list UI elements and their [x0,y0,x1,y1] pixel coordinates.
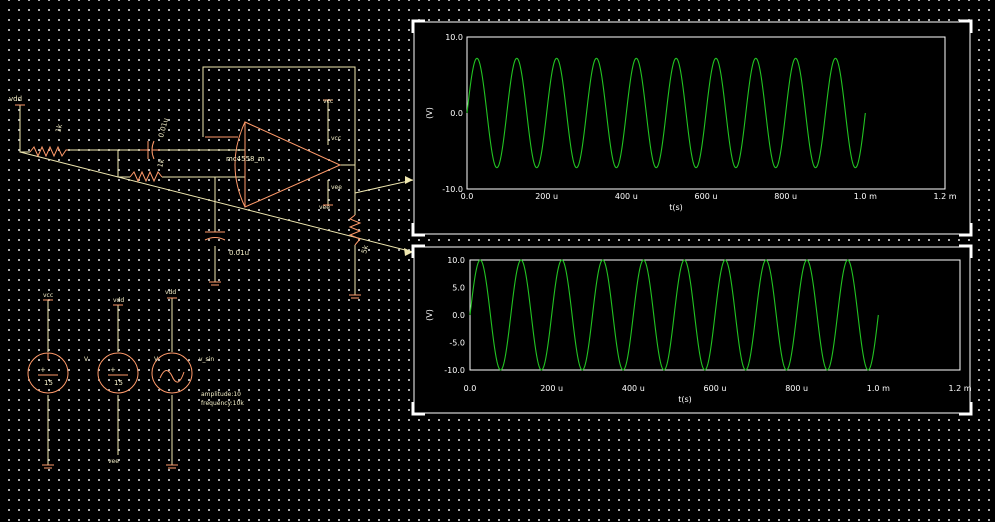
x-tick-label: 200 u [535,192,558,201]
x-tick-label: 800 u [785,384,808,393]
net-label-vdd-source: vdd [165,289,176,296]
capacitor-c1[interactable] [140,140,160,160]
x-tick-label: 1.0 m [867,384,890,393]
plus-sign: + [110,366,116,374]
opamp-u1[interactable] [205,121,342,208]
label-vcc-value: 15 [44,379,53,387]
label-r3: 5k [360,243,370,254]
voltage-source-sin[interactable] [151,352,193,394]
x-tick-label: 1.2 m [948,384,971,393]
label-opamp: mc4558_m [226,155,265,163]
wires [19,66,414,465]
ground-symbols [42,281,361,469]
label-r2: 1k [156,157,166,168]
probe-arrow-1 [405,176,413,184]
y-tick-label: -10.0 [444,366,465,375]
voltage-source-vee[interactable] [97,352,139,394]
x-tick-label: 400 u [622,384,645,393]
x-tick-label: 0.0 [464,384,477,393]
waveform-trace [469,259,879,371]
plot-window-bg [413,21,971,235]
probe-arrow-2 [404,248,413,256]
x-tick-label: 800 u [774,192,797,201]
y-tick-label: 5.0 [452,284,465,293]
plot-window-2[interactable]: 0.0 200 u 400 u 600 u 800 u 1.0 m 1.2 m 10.0 5.0… [411,244,973,416]
net-label-vee-bottom: vee [319,204,330,211]
plus-sign: + [40,366,46,374]
plot-window-corners[interactable] [411,19,973,237]
x-axis-label: t(s) [678,395,692,404]
net-label-vcc-top: vcc [323,98,333,105]
plot-window-bg [413,246,971,414]
capacitor-c2[interactable] [204,231,226,241]
y-axis-label: (V) [425,309,434,321]
x-tick-label: 600 u [695,192,718,201]
y-axis-label: (V) [425,107,434,119]
y-tick-label: -5.0 [449,339,465,348]
plot-window-corners[interactable] [411,244,973,416]
x-tick-label: 400 u [615,192,638,201]
net-label-vee-pin: vee [331,184,342,191]
label-vcc-source-name: V [84,356,89,363]
label-sin-amplitude: amplitude:10 [201,391,241,398]
net-label-vcc-source: vcc [43,292,53,299]
net-label-vee-source: vee [108,458,119,465]
net-label-vdd-left: vdd [9,95,22,103]
y-tick-label: -10.0 [442,185,463,194]
x-tick-label: 600 u [704,384,727,393]
plot-window-1[interactable]: 0.0 200 u 400 u 600 u 800 u 1.0 m 1.2 m 10.0 0.0… [411,19,973,237]
x-tick-label: 0.0 [461,192,474,201]
resistor-r1[interactable] [29,145,68,158]
plot-window-border [413,21,971,235]
label-c2: 0.01u [229,249,249,257]
net-flags [15,99,333,306]
x-tick-label: 1.0 m [854,192,877,201]
waveform-trace [466,57,866,169]
label-sin-source: v_sin [199,356,214,363]
label-sin-frequency: frequency:10k [201,400,244,407]
y-tick-label: 10.0 [447,256,465,265]
y-tick-label: 10.0 [445,33,463,42]
label-r1: 1k [54,122,64,133]
plot-window-border [413,246,971,414]
voltage-source-vcc[interactable] [27,352,69,394]
label-vee-value: 15 [114,379,123,387]
x-tick-label: 1.2 m [933,192,956,201]
x-axis-label: t(s) [669,203,683,212]
y-tick-label: 0.0 [450,109,463,118]
y-tick-label: 0.0 [452,311,465,320]
net-label-vcc-pin: vcc [331,135,341,142]
resistor-r3[interactable] [348,214,362,246]
net-label-source-top: vdd [113,297,124,304]
x-tick-label: 200 u [540,384,563,393]
label-vee-source-name: V [154,356,159,363]
resistor-r2[interactable] [129,170,163,183]
